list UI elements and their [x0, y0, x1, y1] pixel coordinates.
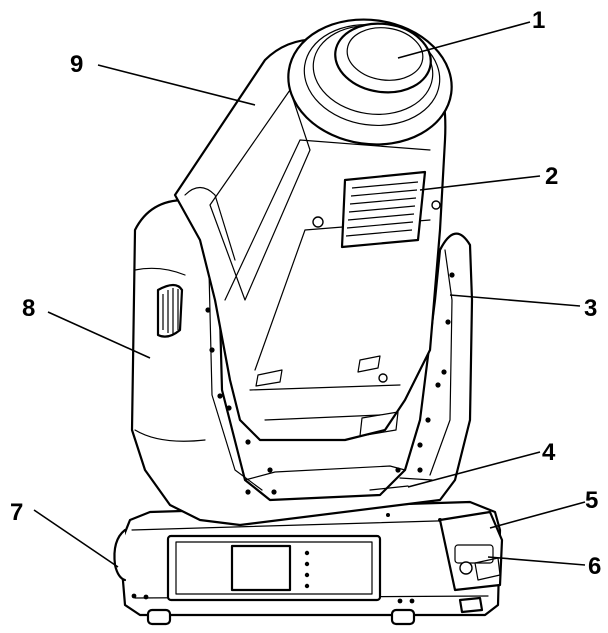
callout-9: 9: [70, 51, 83, 78]
leader-3: [449, 294, 581, 307]
leader-7: [33, 509, 119, 568]
base: [113, 500, 504, 626]
leader-9: [97, 64, 256, 106]
leader-8: [47, 311, 151, 359]
leader-6: [487, 556, 586, 566]
leader-5: [489, 501, 586, 529]
yoke-handle: [156, 283, 184, 338]
callout-6: 6: [588, 553, 601, 580]
control-button: [304, 561, 310, 567]
callout-labels: 1 2 3 4 5 6 7 8 9: [10, 7, 601, 580]
leader-2: [419, 175, 541, 191]
front-lens: [334, 22, 432, 94]
callout-5: 5: [585, 487, 598, 514]
head: [173, 18, 453, 442]
callout-7: 7: [10, 499, 23, 526]
control-button: [304, 583, 310, 589]
vent-slats: [345, 181, 419, 237]
control-button: [304, 572, 310, 578]
base-handle-left: [113, 528, 127, 582]
callout-4: 4: [542, 439, 556, 466]
leader-1: [397, 21, 531, 59]
leader-4: [407, 451, 541, 488]
control-button: [304, 550, 310, 556]
callout-1: 1: [532, 7, 545, 34]
callout-2: 2: [545, 163, 558, 190]
callout-8: 8: [22, 295, 35, 322]
leader-lines: [33, 21, 586, 568]
callout-3: 3: [584, 295, 597, 322]
display-screen: [230, 544, 292, 592]
connector-panel: [438, 510, 504, 592]
